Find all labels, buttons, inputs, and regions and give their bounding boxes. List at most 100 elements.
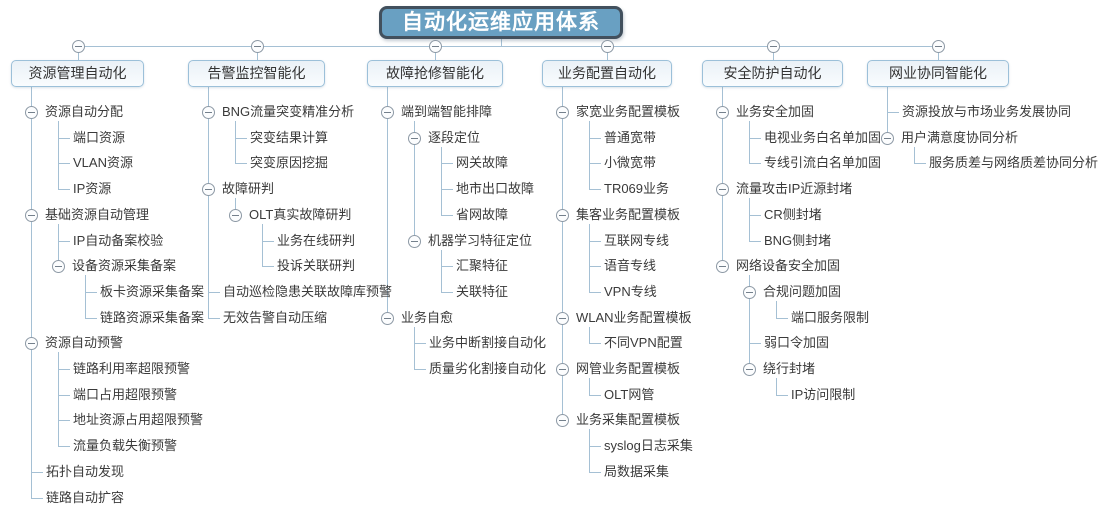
topic[interactable]: 无效告警自动压缩 (223, 310, 328, 325)
topic[interactable]: 故障研判 (222, 181, 275, 196)
topic[interactable]: 流量负载失衡预警 (73, 438, 178, 453)
topic[interactable]: VPN专线 (604, 284, 657, 299)
topic[interactable]: 突变结果计算 (250, 130, 329, 145)
topic[interactable]: 链路资源采集备案 (100, 310, 205, 325)
topic[interactable]: TR069业务 (604, 181, 670, 196)
topic[interactable]: 自动巡检隐患关联故障库预警 (223, 284, 393, 299)
topic[interactable]: 家宽业务配置模板 (576, 104, 681, 119)
topic[interactable]: 质量劣化割接自动化 (429, 361, 547, 376)
topic[interactable]: BNG侧封堵 (764, 233, 832, 248)
collapse-icon[interactable] (742, 285, 756, 299)
collapse-icon[interactable] (228, 208, 242, 222)
collapse-icon[interactable] (555, 362, 569, 376)
topic[interactable]: 业务自愈 (401, 310, 454, 325)
topic[interactable]: 专线引流白名单加固 (764, 155, 882, 170)
branch-topic[interactable]: 告警监控智能化 (188, 60, 325, 87)
topic[interactable]: 端到端智能排障 (401, 104, 493, 119)
branch-topic[interactable]: 资源管理自动化 (11, 60, 144, 87)
branch-topic[interactable]: 故障抢修智能化 (367, 60, 503, 87)
branch-topic[interactable]: 安全防护自动化 (702, 60, 843, 87)
topic[interactable]: 关联特征 (456, 284, 509, 299)
topic[interactable]: 端口占用超限预警 (73, 387, 178, 402)
topic[interactable]: 突变原因挖掘 (250, 155, 329, 170)
topic[interactable]: 链路利用率超限预警 (73, 361, 191, 376)
topic[interactable]: 电视业务白名单加固 (764, 130, 882, 145)
topic[interactable]: syslog日志采集 (604, 438, 693, 453)
topic[interactable]: 集客业务配置模板 (576, 207, 681, 222)
collapse-icon-branch[interactable] (600, 39, 614, 53)
topic[interactable]: 资源自动分配 (45, 104, 124, 119)
topic[interactable]: 语音专线 (604, 258, 657, 273)
topic[interactable]: 端口资源 (73, 130, 126, 145)
collapse-icon[interactable] (24, 105, 38, 119)
topic[interactable]: 逐段定位 (428, 130, 481, 145)
topic[interactable]: IP访问限制 (791, 387, 856, 402)
topic[interactable]: 不同VPN配置 (604, 335, 683, 350)
collapse-icon[interactable] (201, 182, 215, 196)
collapse-icon[interactable] (742, 362, 756, 376)
topic[interactable]: 资源自动预警 (45, 335, 124, 350)
topic[interactable]: 合规问题加固 (763, 284, 842, 299)
topic[interactable]: 设备资源采集备案 (72, 258, 177, 273)
topic[interactable]: 资源投放与市场业务发展协同 (902, 104, 1072, 119)
collapse-icon[interactable] (555, 311, 569, 325)
collapse-icon[interactable] (24, 336, 38, 350)
topic[interactable]: 局数据采集 (604, 464, 670, 479)
collapse-icon[interactable] (380, 311, 394, 325)
collapse-icon[interactable] (555, 413, 569, 427)
topic[interactable]: 链路自动扩容 (46, 490, 125, 505)
collapse-icon[interactable] (407, 131, 421, 145)
topic[interactable]: 流量攻击IP近源封堵 (736, 181, 853, 196)
topic[interactable]: 业务安全加固 (736, 104, 815, 119)
topic[interactable]: 互联网专线 (604, 233, 670, 248)
collapse-icon-branch[interactable] (250, 39, 264, 53)
topic[interactable]: 地市出口故障 (456, 181, 535, 196)
topic[interactable]: 用户满意度协同分析 (901, 130, 1019, 145)
topic[interactable]: WLAN业务配置模板 (576, 310, 692, 325)
collapse-icon-branch[interactable] (428, 39, 442, 53)
branch-topic[interactable]: 业务配置自动化 (542, 60, 672, 87)
collapse-icon[interactable] (380, 105, 394, 119)
topic[interactable]: OLT网管 (604, 387, 655, 402)
topic[interactable]: 服务质差与网络质差协同分析 (929, 155, 1098, 170)
topic[interactable]: 网络设备安全加固 (736, 258, 841, 273)
topic[interactable]: 小微宽带 (604, 155, 657, 170)
topic[interactable]: 投诉关联研判 (277, 258, 356, 273)
topic[interactable]: OLT真实故障研判 (249, 207, 352, 222)
collapse-icon[interactable] (715, 105, 729, 119)
collapse-icon[interactable] (51, 259, 65, 273)
topic[interactable]: 普通宽带 (604, 130, 657, 145)
branch-topic[interactable]: 网业协同智能化 (867, 60, 1009, 87)
collapse-icon[interactable] (201, 105, 215, 119)
collapse-icon[interactable] (24, 208, 38, 222)
topic[interactable]: BNG流量突变精准分析 (222, 104, 355, 119)
topic[interactable]: CR侧封堵 (764, 207, 822, 222)
collapse-icon[interactable] (555, 105, 569, 119)
collapse-icon[interactable] (407, 234, 421, 248)
topic[interactable]: 基础资源自动管理 (45, 207, 150, 222)
topic[interactable]: 网关故障 (456, 155, 509, 170)
topic[interactable]: 业务在线研判 (277, 233, 356, 248)
topic[interactable]: 端口服务限制 (791, 310, 870, 325)
topic[interactable]: 地址资源占用超限预警 (73, 412, 204, 427)
collapse-icon[interactable] (715, 182, 729, 196)
collapse-icon-branch[interactable] (71, 39, 85, 53)
topic[interactable]: 机器学习特征定位 (428, 233, 533, 248)
topic[interactable]: 拓扑自动发现 (46, 464, 125, 479)
collapse-icon[interactable] (880, 131, 894, 145)
topic[interactable]: IP自动备案校验 (73, 233, 164, 248)
topic[interactable]: 汇聚特征 (456, 258, 509, 273)
collapse-icon[interactable] (555, 208, 569, 222)
topic[interactable]: 省网故障 (456, 207, 509, 222)
topic[interactable]: IP资源 (73, 181, 112, 196)
topic[interactable]: 绕行封堵 (763, 361, 816, 376)
topic[interactable]: 业务中断割接自动化 (429, 335, 547, 350)
collapse-icon-branch[interactable] (931, 39, 945, 53)
root-topic[interactable]: 自动化运维应用体系 (379, 6, 623, 39)
topic[interactable]: 业务采集配置模板 (576, 412, 681, 427)
topic[interactable]: VLAN资源 (73, 155, 133, 170)
topic[interactable]: 弱口令加固 (764, 335, 830, 350)
topic[interactable]: 板卡资源采集备案 (100, 284, 205, 299)
collapse-icon-branch[interactable] (766, 39, 780, 53)
collapse-icon[interactable] (715, 259, 729, 273)
